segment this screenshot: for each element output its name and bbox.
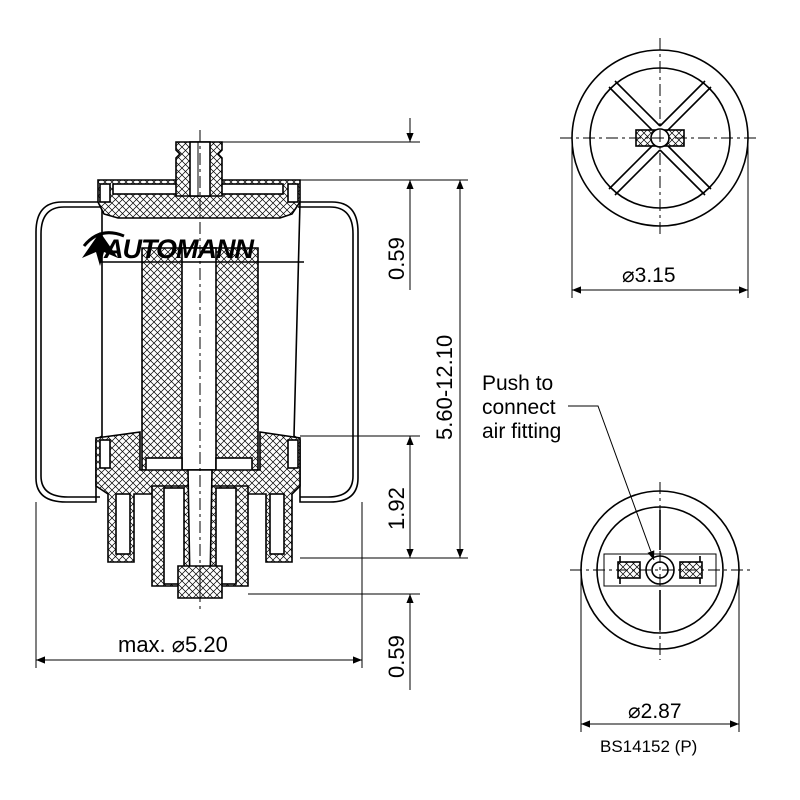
bellows-outline [35, 201, 103, 503]
annotation-line-1: Push to [482, 372, 553, 395]
brand-logo-text: AUTOMANN [103, 234, 254, 264]
top-view [560, 38, 760, 298]
annotation-leader [568, 405, 655, 561]
brand-logo: AUTOMANN [82, 231, 304, 266]
part-number: BS14152 (P) [600, 737, 697, 756]
dim-top-offset: 0.59 [384, 237, 409, 280]
bottom-view [570, 482, 750, 732]
annotation-line-3: air fitting [482, 420, 561, 443]
annotation-line-2: connect [482, 396, 556, 419]
dim-bottom-plate-diameter: ⌀2.87 [628, 700, 682, 723]
dim-top-plate-diameter: ⌀3.15 [622, 264, 676, 287]
dim-max-diameter: max. ⌀5.20 [118, 632, 228, 657]
side-view: AUTOMANN [35, 130, 359, 610]
dimension-lines [35, 118, 468, 690]
dim-piston-height: 1.92 [384, 487, 409, 530]
dim-height-range: 5.60-12.10 [432, 335, 457, 440]
dim-bottom-offset: 0.59 [384, 635, 409, 678]
